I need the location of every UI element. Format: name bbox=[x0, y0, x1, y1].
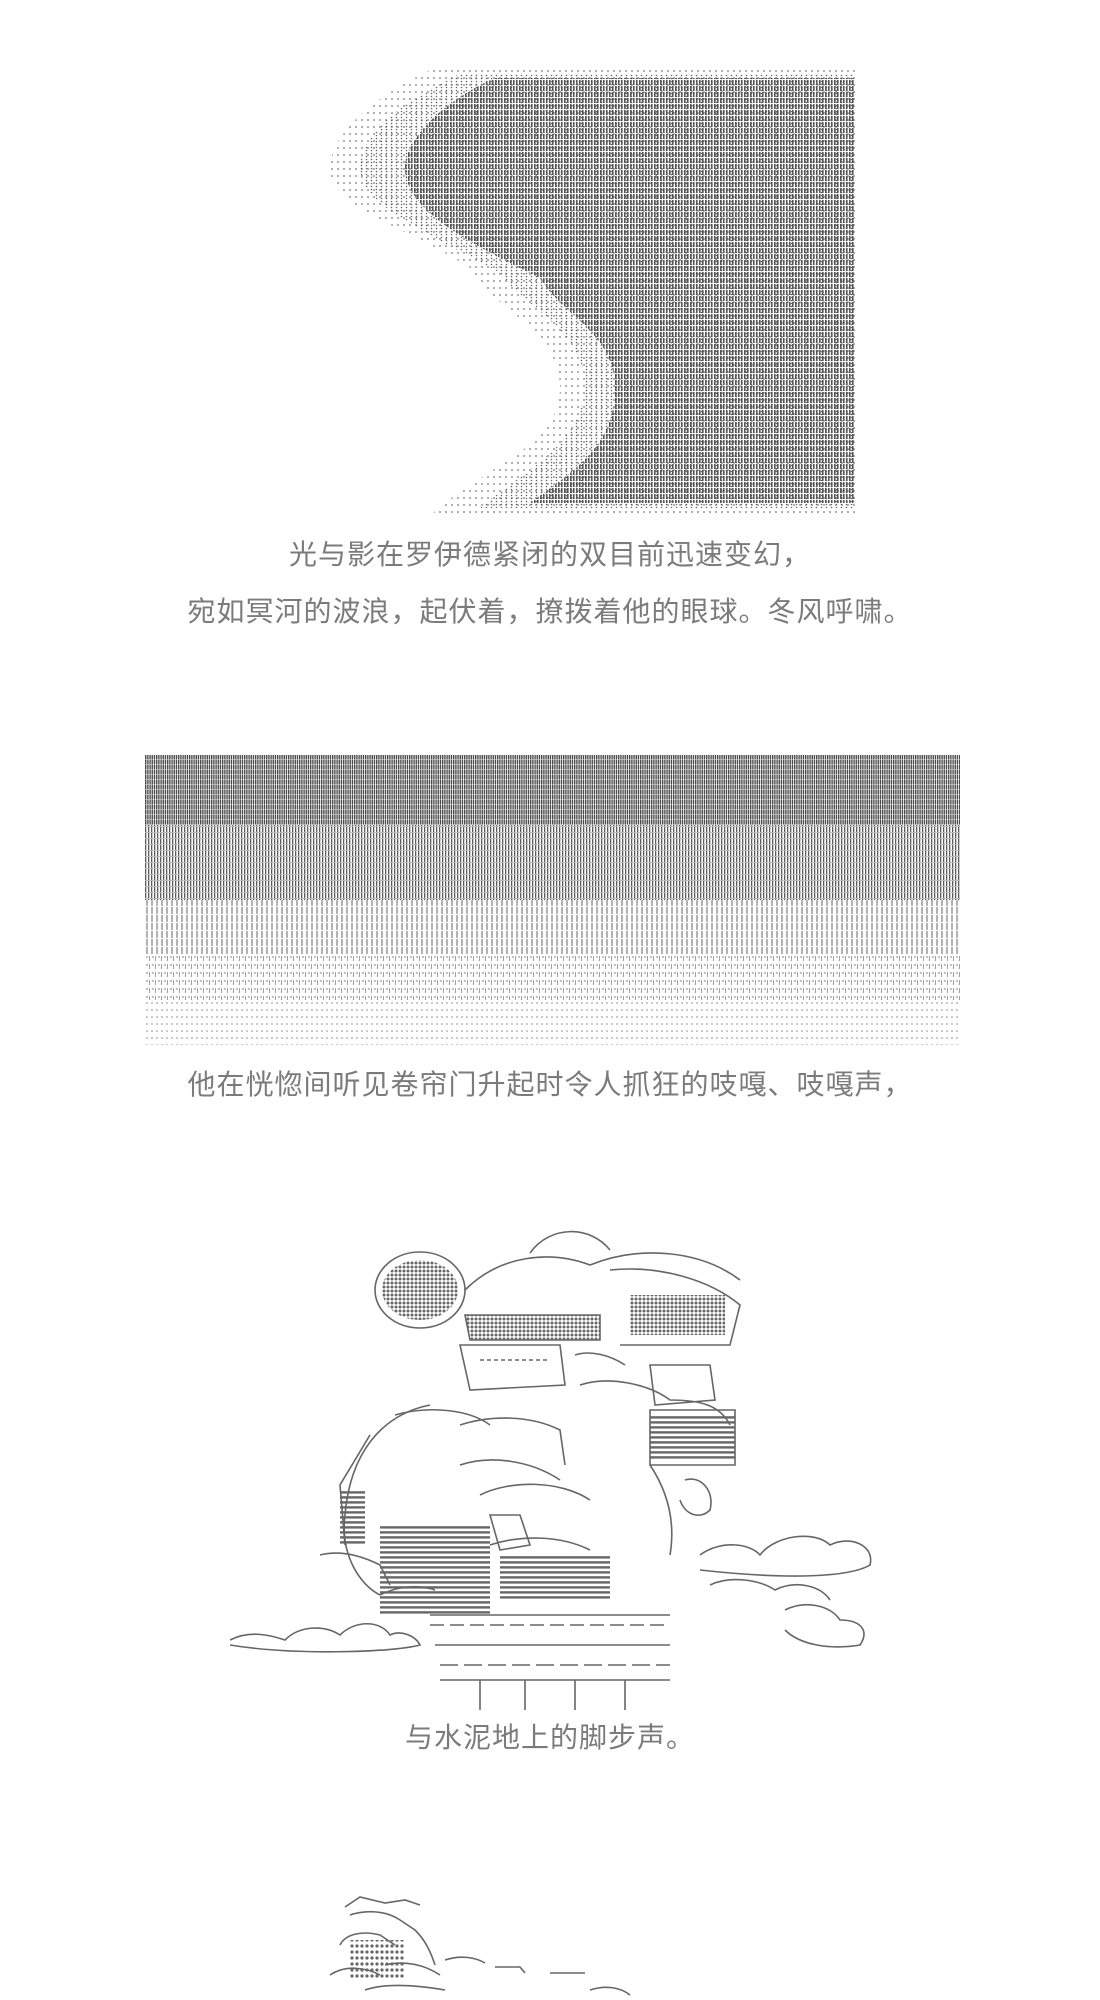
caption-scene1-line2: 宛如冥河的波浪，起伏着，撩拨着他的眼球。冬风呼啸。 bbox=[187, 595, 913, 628]
character-scene-svg bbox=[230, 1230, 872, 1710]
ascii-art-character-partial bbox=[325, 1895, 675, 2000]
ascii-art-shutter-door bbox=[145, 755, 960, 1045]
light-shadow-svg bbox=[330, 68, 855, 516]
shutter-door-svg bbox=[145, 755, 960, 1045]
character-partial-svg bbox=[329, 1896, 631, 1996]
ascii-art-character-scene bbox=[230, 1225, 880, 1715]
caption-scene3-line1: 与水泥地上的脚步声。 bbox=[404, 1721, 695, 1754]
ascii-art-light-shadow bbox=[330, 68, 860, 516]
caption-scene2-line1: 他在恍惚间听见卷帘门升起时令人抓狂的吱嘎、吱嘎声， bbox=[187, 1068, 913, 1101]
caption-scene1-line1: 光与影在罗伊德紧闭的双目前迅速变幻， bbox=[288, 538, 811, 571]
